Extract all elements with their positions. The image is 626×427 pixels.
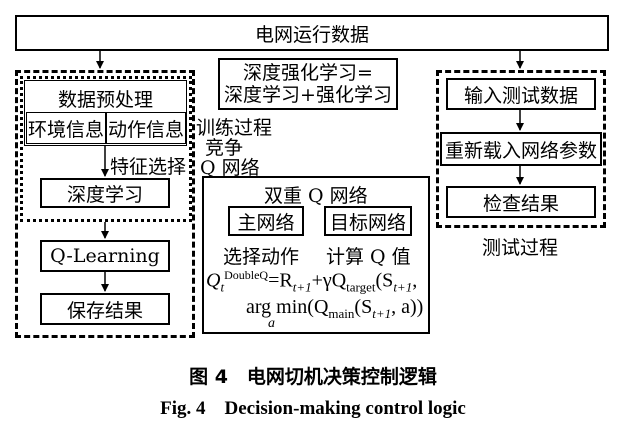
select-action-label: 选择动作 (223, 246, 300, 268)
save-result-box: 保存结果 (40, 293, 170, 325)
reload-params-label: 重新载入网络参数 (444, 139, 597, 162)
double-q-title: 双重 Q 网络 (264, 185, 368, 207)
action-info-label: 动作信息 (107, 118, 184, 141)
main-network-box: 主网络 (228, 206, 304, 236)
q-learning-label: Q-Learning (50, 245, 160, 267)
caption-en: Fig. 4 Decision-making control logic (160, 398, 466, 419)
left-process-group (15, 70, 195, 338)
train-process-label: 训练过程 (196, 117, 273, 139)
target-network-box: 目标网络 (324, 206, 412, 236)
drl-definition-box: 深度强化学习= 深度学习+强化学习 (218, 58, 398, 110)
deep-learning-box: 深度学习 (40, 178, 170, 208)
caption-cn: 图 4 电网切机决策控制逻辑 (189, 366, 437, 388)
action-info-box: 动作信息 (106, 112, 186, 144)
double-q-formula-line2: arg min(Qmain(St+1, a)) (246, 296, 424, 321)
reload-params-box: 重新载入网络参数 (440, 132, 602, 166)
env-info-label: 环境信息 (27, 118, 104, 141)
check-result-box: 检查结果 (446, 186, 596, 218)
compete-label: 竞争 (205, 137, 244, 159)
q-learning-box: Q-Learning (40, 240, 170, 272)
test-process-label: 测试过程 (482, 237, 559, 259)
drl-line1: 深度强化学习= (243, 62, 373, 84)
input-test-data-label: 输入测试数据 (463, 84, 578, 107)
compute-q-label: 计算 Q 值 (326, 246, 411, 268)
grid-operation-data-label: 电网运行数据 (254, 23, 369, 46)
feature-select-label: 特征选择 (110, 156, 187, 178)
target-network-label: 目标网络 (329, 211, 406, 234)
drl-line2: 深度学习+强化学习 (224, 84, 392, 106)
env-info-box: 环境信息 (26, 112, 106, 144)
deep-learning-label: 深度学习 (66, 183, 143, 206)
check-result-label: 检查结果 (482, 192, 559, 215)
right-test-group (436, 70, 606, 228)
grid-operation-data-box: 电网运行数据 (15, 15, 609, 51)
preprocess-group (20, 76, 192, 222)
double-q-formula-line1: QtDoubleQ=Rt+1+γQtarget(St+1, (206, 268, 418, 295)
main-network-label: 主网络 (237, 211, 295, 234)
input-test-data-box: 输入测试数据 (446, 78, 596, 110)
save-result-label: 保存结果 (66, 299, 143, 322)
double-q-formula-subscript-a: a (268, 316, 275, 331)
preprocess-title: 数据预处理 (57, 89, 153, 111)
double-q-network-box (202, 176, 430, 334)
q-network-label: Q 网络 (200, 157, 260, 179)
